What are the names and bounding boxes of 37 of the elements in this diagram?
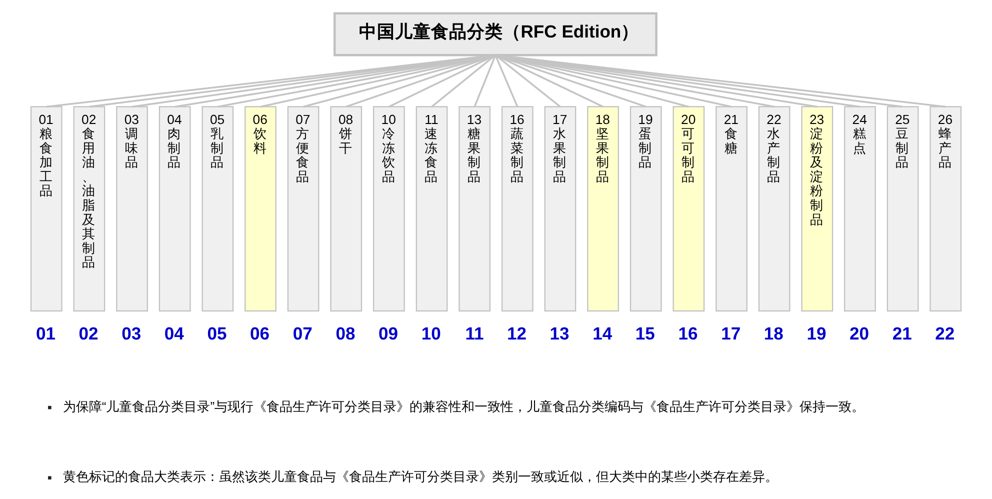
node-label: 02 <box>78 322 98 343</box>
node-label: 09 <box>378 322 398 343</box>
node-label: 12 <box>506 322 527 343</box>
connector <box>495 54 604 108</box>
label: 为保障“儿童食品分类目录”与现行《食品生产许可分类目录》的兼容性和一致性，儿童食品分类编码与《食品生产许可分类目录》保持一致。 <box>62 398 865 414</box>
node-label: 06 <box>250 322 270 343</box>
node-box: 中国儿童食品分类（RFC Edition） <box>334 12 658 56</box>
connector <box>494 54 518 107</box>
connector <box>495 54 732 108</box>
node-label: 14 <box>592 322 612 343</box>
node-label: 08 <box>336 322 356 343</box>
connector <box>303 54 496 108</box>
label: 黄色标记的食品大类表示：虽然该类儿童食品与《食品生产许可分类目录》类别一致或近似，但大类中的某些小类存在差异。 <box>62 468 778 484</box>
connector <box>346 54 496 108</box>
connector <box>260 54 496 108</box>
connector <box>431 54 496 107</box>
node-label: 16 <box>678 322 698 343</box>
node-label: 01 <box>36 322 56 343</box>
node-label: 22 <box>935 322 955 343</box>
connector <box>495 54 646 108</box>
node-label: 20 <box>850 322 870 343</box>
connector <box>388 54 496 107</box>
node-label: 18 <box>764 322 784 343</box>
node-label: 04 <box>164 322 184 343</box>
node-label: 11 <box>465 322 484 343</box>
node-label: 17 <box>721 322 741 343</box>
node-label: 13 <box>550 322 570 343</box>
node-label: 03 <box>122 322 142 343</box>
connector <box>474 54 496 107</box>
node-label: 07 <box>292 322 312 343</box>
node-label: 21 <box>892 322 912 343</box>
connector <box>495 54 689 108</box>
node-label: 15 <box>635 322 655 343</box>
connector <box>494 54 561 107</box>
node-label: 19 <box>806 322 826 343</box>
node-label: 05 <box>207 322 227 343</box>
node-label: 10 <box>421 322 441 343</box>
